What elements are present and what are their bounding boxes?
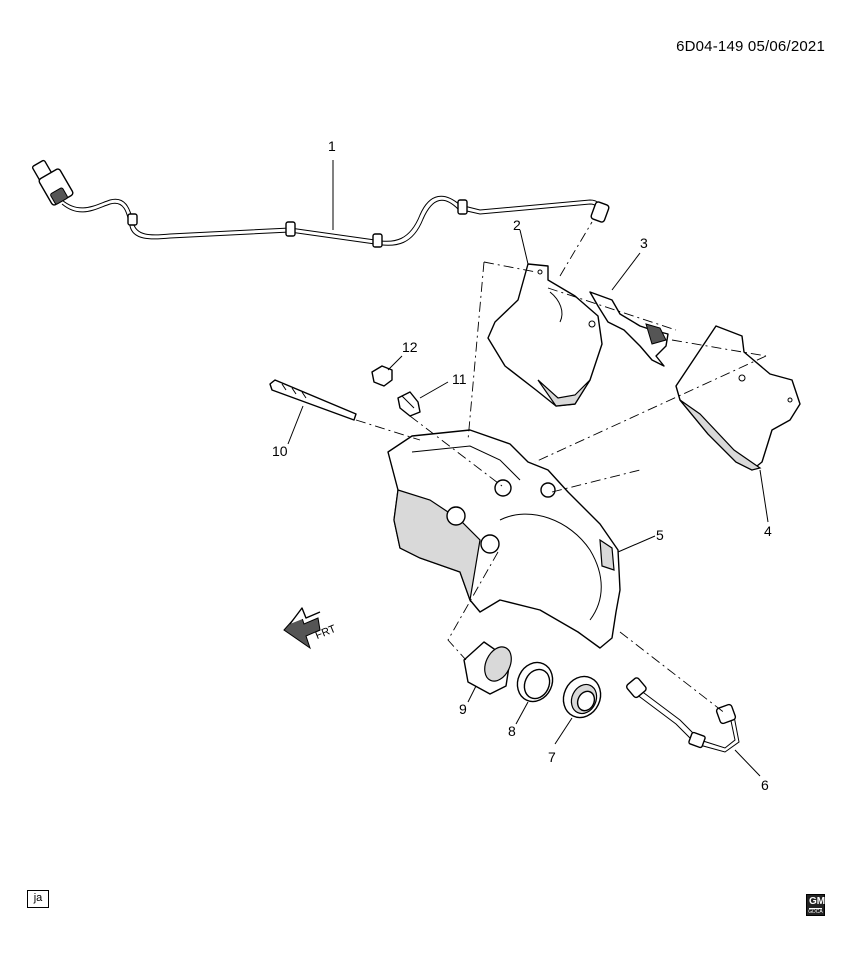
callout-4: 4: [764, 523, 772, 539]
part-1-wear-sensor-harness: [31, 159, 610, 248]
callout-9: 9: [459, 701, 467, 717]
diagram-code-date: 6D04-149 05/06/2021: [676, 38, 825, 55]
callout-10: 10: [272, 443, 288, 459]
callout-2: 2: [513, 217, 521, 233]
part-11-bleeder-valve: [397, 381, 449, 417]
part-2-inner-brake-pad: [487, 229, 603, 407]
gm-logo-subtext: GDCA: [808, 909, 823, 915]
part-12-bleeder-cap: [371, 355, 403, 387]
assembly-centerlines: [355, 221, 767, 715]
part-3-pad-clip: [589, 252, 669, 367]
callout-5: 5: [656, 527, 664, 543]
callout-11: 11: [452, 371, 467, 387]
callout-1: 1: [328, 138, 336, 154]
front-direction-arrow: FRT: [283, 607, 338, 650]
callout-7: 7: [548, 749, 556, 765]
callout-8: 8: [508, 723, 516, 739]
gm-logo-text: GM: [809, 896, 826, 909]
part-8-piston-seal: [515, 661, 554, 725]
author-tag: ja: [27, 890, 49, 908]
callout-labels: 1 2 3 4 5 6 7 8 9 10 11 12: [272, 138, 772, 793]
gm-logo: GM GDCA: [806, 894, 825, 916]
part-10-guide-pin-bolt: [269, 379, 357, 445]
callout-3: 3: [640, 235, 648, 251]
callout-12: 12: [402, 339, 418, 355]
part-4-outer-brake-pad: [675, 325, 801, 523]
part-9-piston: [463, 641, 512, 703]
part-5-brake-caliper: [387, 429, 656, 649]
part-7-boot-seal: [554, 675, 602, 745]
callout-6: 6: [761, 777, 769, 793]
part-6-brake-line: [626, 677, 761, 777]
